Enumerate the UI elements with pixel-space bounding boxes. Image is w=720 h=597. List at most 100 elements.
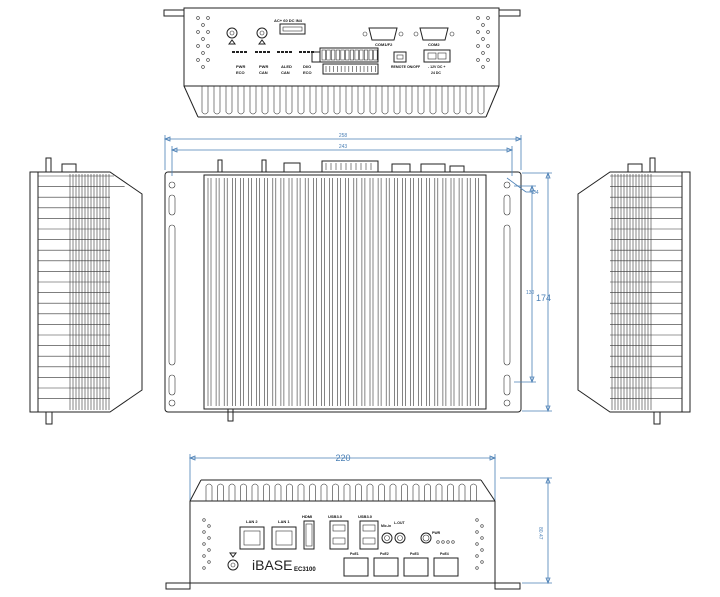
sim2-label: PoE2: [380, 552, 389, 556]
vent-hole: [196, 16, 200, 20]
heatsink-fin: [441, 86, 449, 115]
heatsink-fin: [297, 483, 305, 501]
heatsink-fin: [213, 86, 221, 115]
vent-hole: [206, 30, 210, 34]
vent-hole: [196, 30, 200, 34]
heatsink-fin: [309, 86, 317, 115]
vent-hole: [201, 51, 205, 55]
heatsink-fin: [393, 86, 401, 115]
led-indicator: [441, 540, 445, 544]
mount-slot: [168, 224, 176, 366]
vent-hole: [475, 554, 479, 558]
lan2-label: LAN 2: [246, 519, 258, 524]
heatsink-fin: [332, 483, 339, 501]
vent-hole: [202, 554, 206, 558]
heatsink-fin: [465, 86, 473, 115]
terminal-pin: [340, 49, 345, 61]
mount-slot: [503, 194, 511, 216]
vent-hole: [481, 65, 485, 69]
heatsink-fin: [251, 483, 259, 501]
dim-height-outer: 174: [536, 293, 551, 303]
usb2-label: USB3.0: [358, 514, 373, 519]
vent-hole: [201, 23, 205, 27]
dim-width-outer: 258: [339, 133, 348, 139]
dim-front-width: 220: [335, 453, 350, 463]
led-indicator: [267, 51, 270, 53]
led-indicator: [446, 540, 450, 544]
heatsink-fin: [237, 86, 245, 115]
heatsink-fin: [477, 86, 485, 115]
heatsink-fin: [447, 483, 454, 501]
heatsink-fin: [274, 483, 282, 501]
terminal-pin: [326, 49, 331, 61]
dim-height-inner: 130: [526, 290, 535, 296]
led-indicator: [307, 51, 310, 53]
heatsink-fin: [424, 483, 431, 501]
vent-hole: [202, 542, 206, 546]
led2-label-b: CAN: [259, 70, 268, 75]
side-view: [164, 159, 522, 422]
vent-hole: [476, 16, 480, 20]
heatsink-fin: [458, 483, 466, 501]
led3-label-b: CAN: [281, 70, 290, 75]
vent-hole: [486, 58, 490, 62]
vent-hole: [202, 518, 206, 522]
mic-label: Mic-in: [381, 524, 391, 528]
model-label: EC3100: [294, 567, 316, 573]
heatsink-fin: [228, 483, 236, 501]
com2-label: COM2: [428, 42, 440, 47]
led-indicator: [277, 51, 280, 53]
led-indicator: [299, 51, 302, 53]
left-side-view: [29, 157, 143, 425]
heatsink-fin: [369, 86, 377, 115]
usb1-label: USB3.0: [328, 514, 343, 519]
vent-hole: [481, 51, 485, 55]
vent-hole: [480, 560, 484, 564]
mount-slot: [503, 224, 511, 366]
vent-hole: [207, 536, 211, 540]
led-indicator: [451, 540, 455, 544]
heatsink-fin: [366, 483, 374, 501]
vent-hole: [207, 524, 211, 528]
vent-hole: [486, 30, 490, 34]
sim4-label: PoE4: [440, 552, 449, 556]
dc-in2-label: 24 DC: [431, 71, 441, 75]
vent-hole: [202, 566, 206, 570]
heatsink-fin: [321, 86, 329, 115]
heatsink-fin: [435, 483, 443, 501]
brand-logo: iBASE: [252, 557, 292, 573]
led3-label-a: ALED: [281, 64, 292, 69]
vent-hole: [480, 536, 484, 540]
heatsink-fin: [249, 86, 257, 115]
terminal-pin: [368, 49, 373, 61]
heatsink-fin: [417, 86, 425, 115]
led-indicator: [259, 51, 262, 53]
right-side-view: [577, 157, 691, 425]
mount-slot: [503, 374, 511, 396]
vent-hole: [486, 16, 490, 20]
heatsink-fin: [285, 86, 293, 115]
sim1-label: PoE1: [350, 552, 359, 556]
vent-hole: [206, 16, 210, 20]
heatsink-fin: [470, 483, 477, 501]
terminal-pin: [359, 49, 364, 61]
vent-hole: [476, 58, 480, 62]
dimension-annotations: 258 243 130 174 Ø4: [163, 133, 552, 413]
vent-hole: [486, 44, 490, 48]
terminal-pin: [349, 49, 355, 61]
lan1-label: LAN 1: [278, 519, 290, 524]
vent-hole: [201, 37, 205, 41]
terminal-pin: [373, 49, 378, 61]
mount-hole: [168, 181, 176, 189]
led1-label-b: ECO: [236, 70, 245, 75]
lineout-label: L-OUT: [394, 521, 406, 525]
heatsink-fin: [453, 86, 461, 115]
led4-label-a: DI/O: [303, 64, 311, 69]
heatsink-fin: [333, 86, 341, 115]
heatsink-fin: [225, 86, 233, 115]
heatsink-fin: [357, 86, 365, 115]
led4-label-b: ECO: [303, 70, 312, 75]
heatsink-fin: [286, 483, 293, 501]
vent-hole: [475, 566, 479, 570]
